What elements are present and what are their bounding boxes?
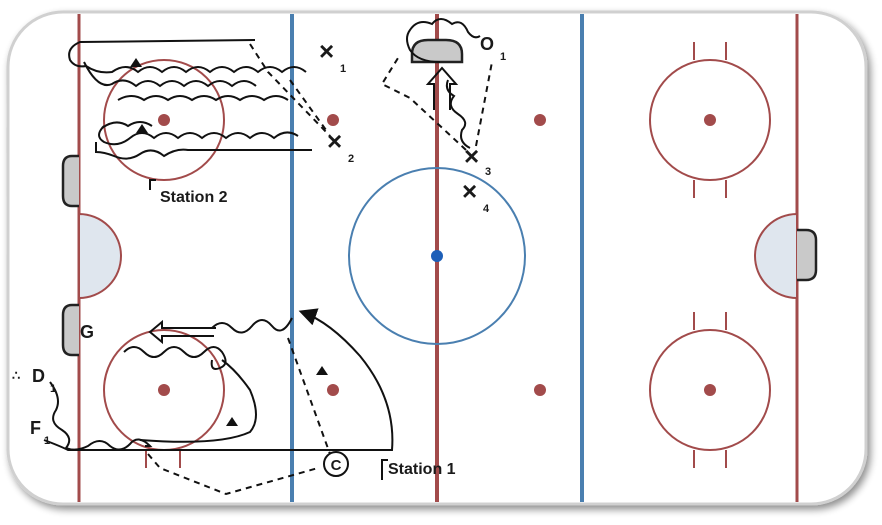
center-drill-paths [406, 18, 481, 149]
faceoff-circle-top-right [649, 59, 771, 181]
center-pass-lines [380, 57, 493, 151]
left-goal-crease [78, 212, 122, 300]
station-2-pass-lines [249, 43, 331, 137]
station-2-label: Station 2 [160, 189, 228, 206]
svg-text:×: × [464, 141, 479, 171]
hash-marks-bottom-left [145, 450, 181, 468]
svg-text:3: 3 [485, 166, 491, 178]
svg-text:1: 1 [44, 435, 50, 447]
faceoff-dot-top-left [158, 114, 170, 126]
goalie-label: G [80, 322, 94, 342]
neutral-dot-bottom-right [534, 384, 546, 396]
svg-text:∴: ∴ [12, 368, 20, 383]
player-x4: × 4 [462, 176, 490, 215]
center-circle [348, 167, 526, 345]
svg-text:C: C [331, 457, 342, 474]
player-x2: × 2 [327, 126, 354, 165]
faceoff-circle-top-left [103, 59, 225, 181]
left-net-top [61, 154, 79, 208]
svg-text:O: O [480, 34, 494, 54]
player-d1: ∴ D 1 [12, 366, 56, 395]
neutral-dot-bottom-left [327, 384, 339, 396]
svg-text:F: F [30, 418, 41, 438]
hash-marks-right [693, 42, 727, 468]
player-x3: × 3 [464, 141, 491, 178]
player-f1: F 1 [30, 418, 50, 447]
station-1-label: Station 1 [388, 461, 456, 478]
neutral-dot-top-right [534, 114, 546, 126]
top-center-net [410, 38, 464, 64]
center-faceoff-dot [431, 250, 443, 262]
player-x1: × 1 [319, 36, 346, 75]
neutral-dot-top-left [327, 114, 339, 126]
left-net-bottom [61, 303, 79, 357]
svg-text:1: 1 [340, 63, 346, 75]
svg-text:1: 1 [500, 51, 506, 63]
faceoff-dot-top-right [704, 114, 716, 126]
station-2-drill-paths [68, 39, 312, 190]
faceoff-dot-bottom-right [704, 384, 716, 396]
svg-text:×: × [462, 176, 477, 206]
station-1-drill-paths [43, 308, 394, 480]
faceoff-dot-bottom-left [158, 384, 170, 396]
svg-text:×: × [327, 126, 342, 156]
right-goal-crease [754, 212, 798, 300]
svg-text:2: 2 [348, 153, 354, 165]
faceoff-circle-bottom-right [649, 329, 771, 451]
player-o1: O 1 [480, 34, 506, 63]
svg-text:×: × [319, 36, 334, 66]
svg-text:1: 1 [50, 383, 56, 395]
svg-text:4: 4 [483, 203, 490, 215]
right-net [797, 228, 818, 282]
svg-text:D: D [32, 366, 45, 386]
station-1-pass-lines [147, 337, 331, 496]
coach-marker: C [323, 451, 349, 477]
